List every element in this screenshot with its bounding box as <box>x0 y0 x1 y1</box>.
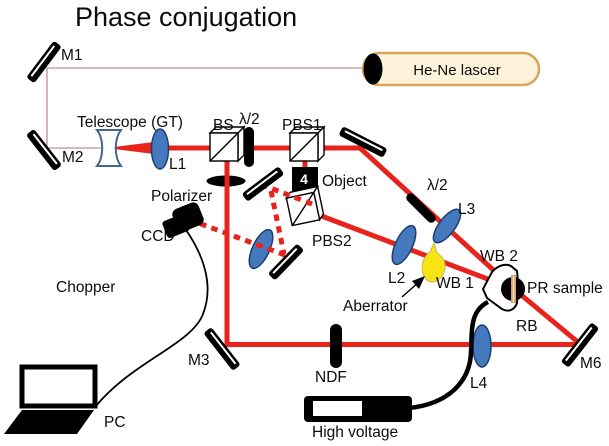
high-voltage-cable <box>408 299 490 411</box>
alignment-beam <box>46 67 366 149</box>
label-wb1: WB 1 <box>436 275 474 292</box>
lens-l3 <box>432 208 462 244</box>
beam-rb <box>512 287 581 345</box>
label-pc: PC <box>104 414 126 431</box>
lens-l4 <box>472 324 492 368</box>
mirror-m2 <box>27 130 61 170</box>
mirror-return-lower <box>269 244 303 280</box>
mirror-top-right <box>339 127 387 157</box>
label-object-digit: 4 <box>300 171 308 187</box>
label-object: Object <box>322 173 367 190</box>
label-pbs1: PBS1 <box>282 117 322 134</box>
ccd-pc-cable <box>95 229 209 407</box>
label-l4: L4 <box>470 375 488 392</box>
label-m1: M1 <box>61 47 83 64</box>
pc-screen <box>19 364 98 409</box>
bs-cube <box>208 125 246 163</box>
diverging-beam-cone <box>106 141 158 155</box>
label-high-voltage: High voltage <box>312 424 398 441</box>
page-title: Phase conjugation <box>75 2 297 32</box>
aberrator-element <box>421 241 446 283</box>
label-wb2: WB 2 <box>480 248 518 265</box>
label-pbs2: PBS2 <box>312 233 352 250</box>
mirror-m3 <box>204 328 240 370</box>
telescope-gt <box>94 129 124 167</box>
label-aberrator: Aberrator <box>343 298 408 315</box>
label-m3: M3 <box>188 352 210 369</box>
label-rb: RB <box>516 318 538 335</box>
label-chopper: Chopper <box>56 279 115 296</box>
high-voltage-display <box>313 401 362 416</box>
label-l1: L1 <box>169 156 186 173</box>
mirror-m6 <box>561 323 599 367</box>
lens-ccd-path <box>248 228 274 270</box>
beam-wb1 <box>310 209 515 292</box>
laser-box <box>361 51 541 87</box>
dashed-return-beam <box>192 183 313 258</box>
half-wave-plate-2 <box>406 193 436 223</box>
mirrors <box>27 41 599 370</box>
label-l2: L2 <box>388 270 405 287</box>
label-polarizer: Polarizer <box>151 188 212 205</box>
beam-paths <box>106 141 581 347</box>
label-pr-sample: PR sample <box>527 280 603 297</box>
polarizer-plate <box>172 202 204 232</box>
label-hwp1: λ/2 <box>239 111 260 128</box>
mirror-return-upper <box>242 167 284 201</box>
laser-aperture <box>363 53 383 85</box>
label-m2: M2 <box>62 149 84 166</box>
lens-l1 <box>150 128 170 170</box>
label-laser: He-Ne lascer <box>413 62 501 79</box>
mirror-m1 <box>27 41 61 83</box>
label-ccd: CCD <box>141 228 175 245</box>
pbs2-cube <box>284 184 325 227</box>
label-l3: L3 <box>458 201 475 218</box>
label-hwp2: λ/2 <box>427 177 448 194</box>
beam-wb2 <box>358 146 516 291</box>
label-telescope: Telescope (GT) <box>77 114 183 131</box>
pc-keyboard <box>4 410 94 434</box>
half-wave-plate-1 <box>244 127 254 167</box>
aberrator-arrow <box>401 276 425 298</box>
lens-l2 <box>391 224 417 266</box>
label-ndf: NDF <box>315 369 347 386</box>
pbs1-cube <box>288 125 326 163</box>
label-bs: BS <box>213 117 234 134</box>
label-m6: M6 <box>580 355 602 372</box>
ndf-filter <box>330 324 342 368</box>
